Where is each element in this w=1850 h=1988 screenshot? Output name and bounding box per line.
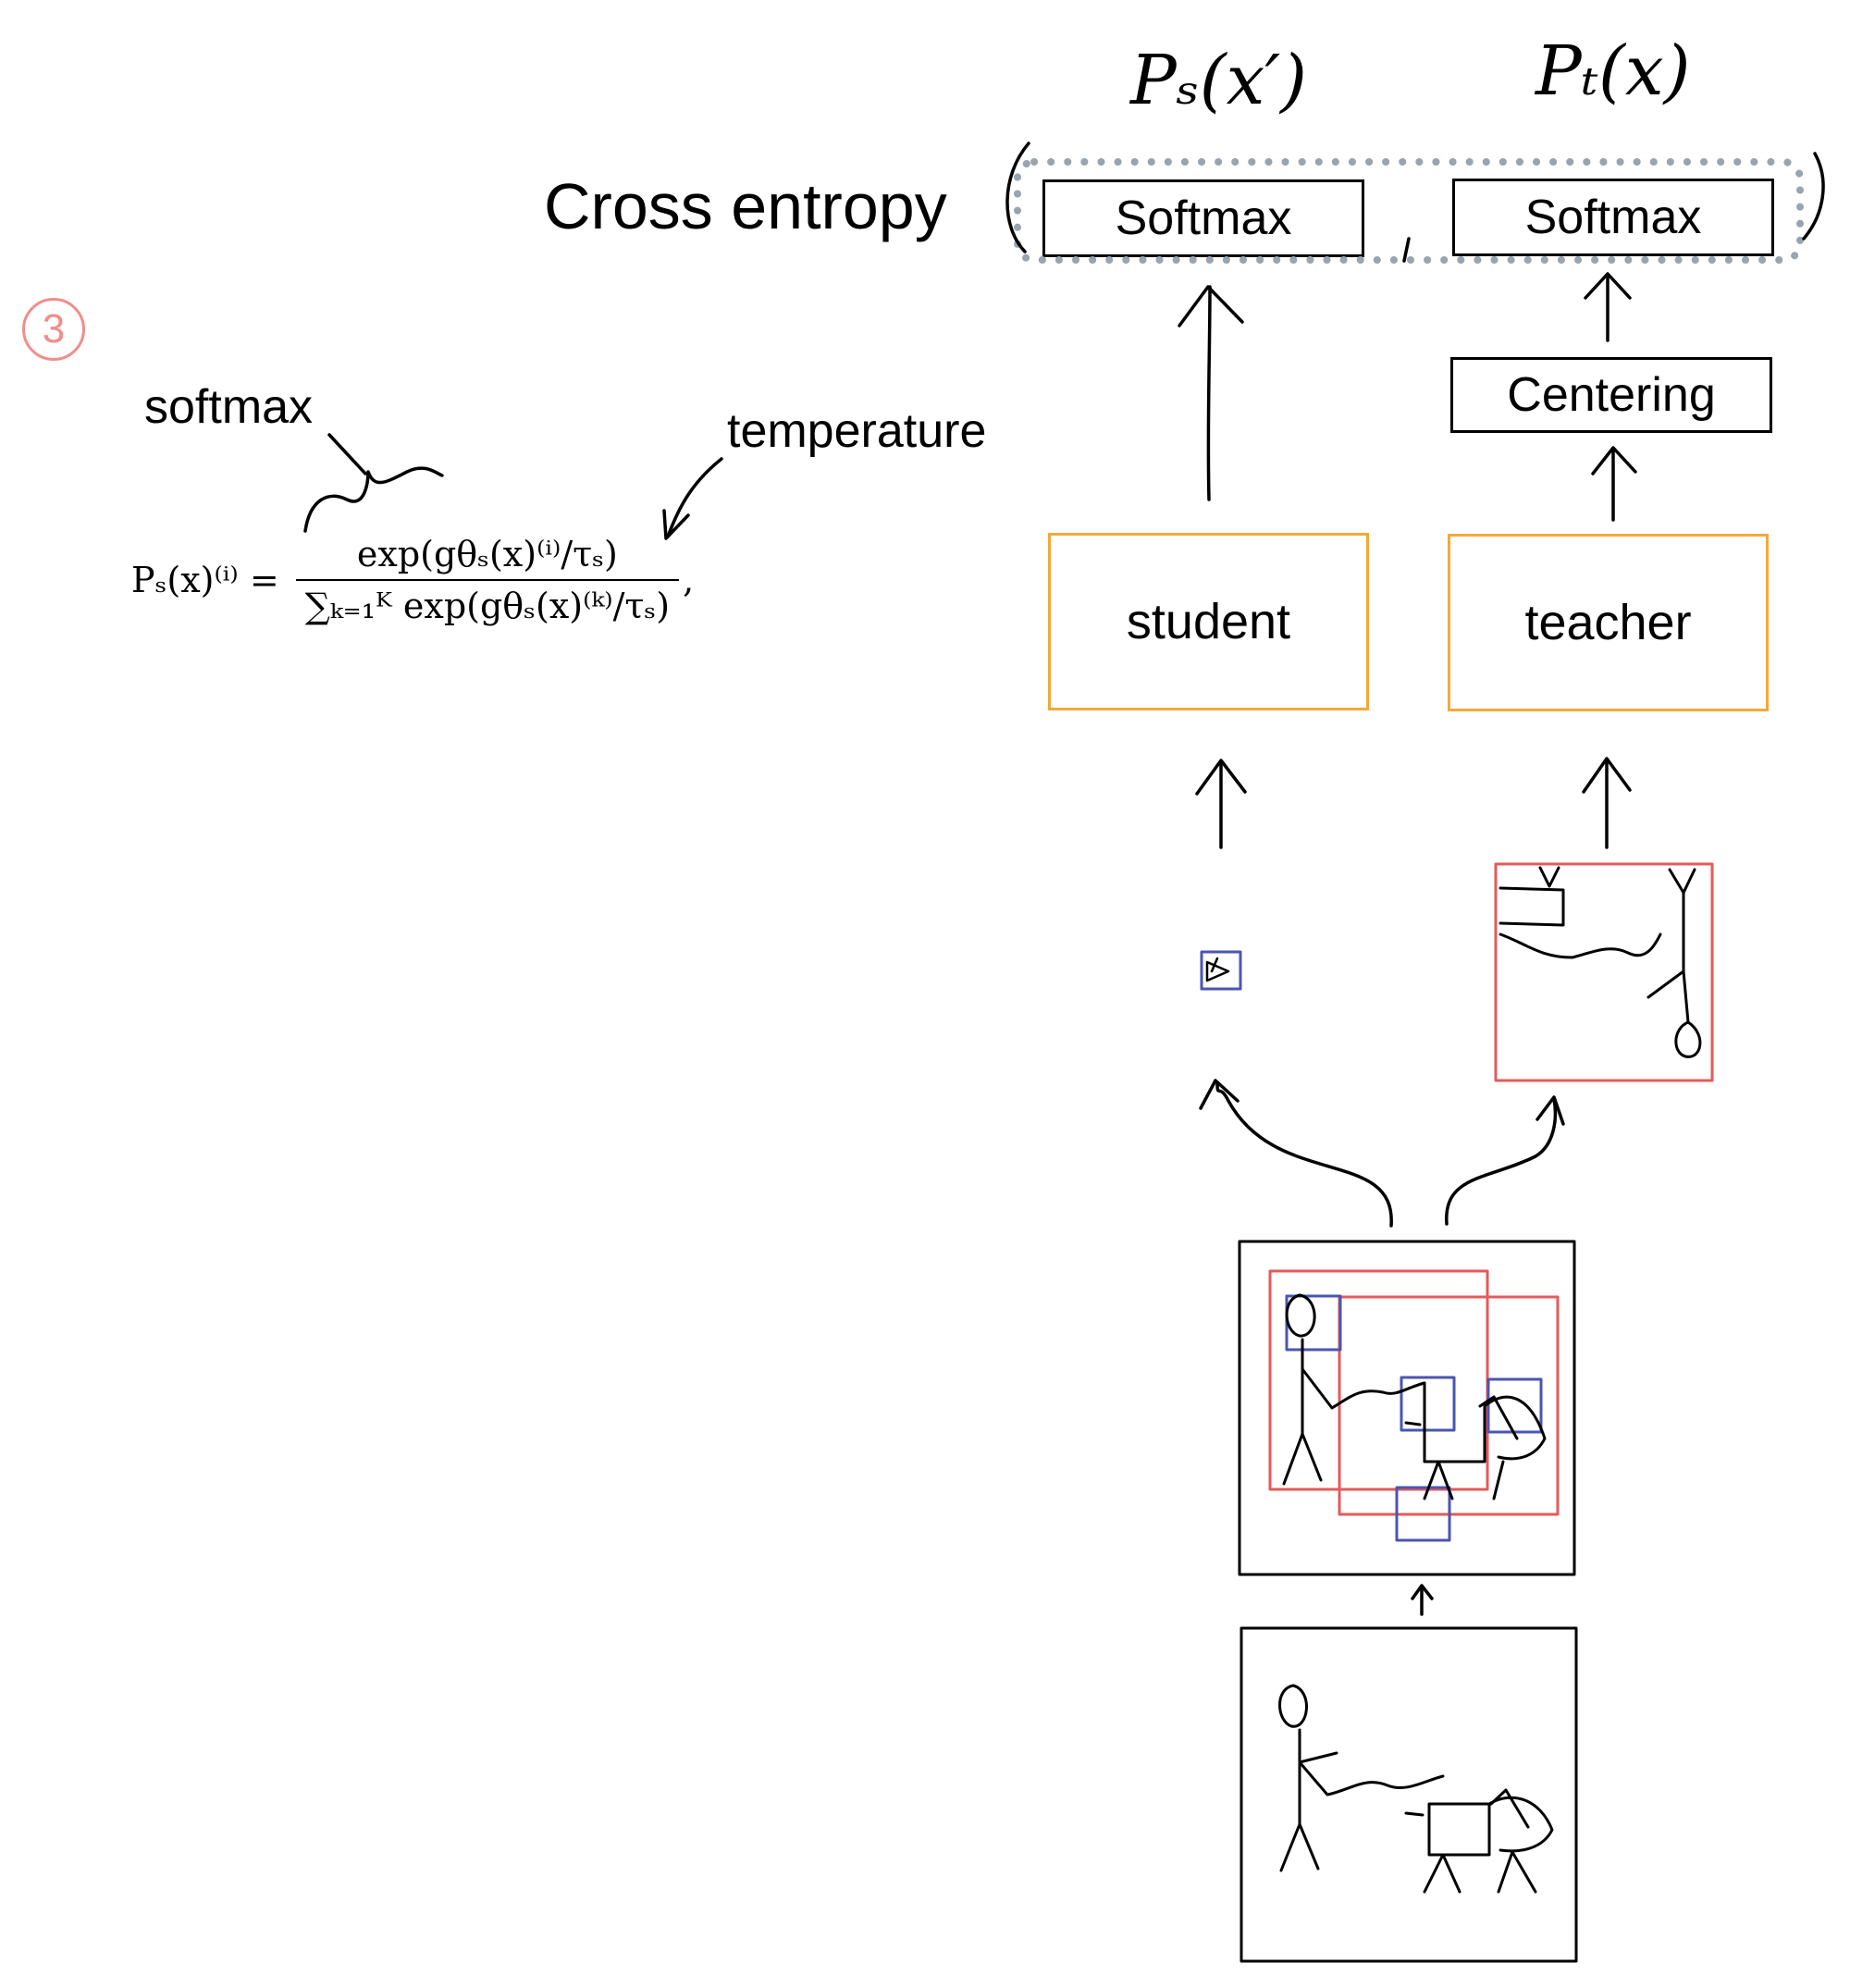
augmented-blue-crop-3 <box>1486 1377 1543 1434</box>
student-softmax-box: Softmax <box>1042 179 1364 257</box>
temperature-pointer <box>666 457 723 538</box>
formula-fraction-bar <box>295 579 680 581</box>
augmented-blue-crop-2 <box>1400 1376 1456 1432</box>
teacher-network-label: teacher <box>1524 595 1692 650</box>
formula-comma: , <box>683 560 695 600</box>
augmented-to-student-arrowhead <box>1199 1079 1240 1110</box>
centering-to-softmax-arrowhead <box>1584 272 1632 300</box>
teacher-prob-label: Pₜ(x) <box>1536 31 1691 111</box>
original-image-frame <box>1240 1626 1578 1963</box>
local-crop-box <box>1200 950 1242 991</box>
augmented-sketch-dog <box>1404 1381 1547 1500</box>
centering-box: Centering <box>1450 357 1772 433</box>
global-crop-sketch-person <box>1646 868 1702 1058</box>
centering-label: Centering <box>1507 368 1716 422</box>
teacher-network-box: teacher <box>1448 534 1769 711</box>
augmented-blue-crop-4 <box>1395 1486 1451 1542</box>
global-crop-box <box>1494 862 1714 1082</box>
softmax-pair-dotted-group <box>1014 158 1804 264</box>
temperature-annotation: temperature <box>727 404 987 458</box>
teacher-softmax-box: Softmax <box>1452 179 1774 256</box>
augmented-to-teacher-arrowhead <box>1536 1095 1565 1126</box>
student-to-softmax-arrowhead <box>1178 285 1244 327</box>
separator-comma <box>1402 237 1411 263</box>
right-parenthesis <box>1802 152 1825 241</box>
formula-denominator: ∑ₖ₌₁ᴷ exp(gθₛ(x)⁽ᵏ⁾/τₛ) <box>304 586 671 626</box>
student-network-label: student <box>1126 594 1291 649</box>
teacher-softmax-label: Softmax <box>1524 191 1702 244</box>
cross-entropy-title: Cross entropy <box>544 170 947 242</box>
original-to-augmented-arrowhead <box>1411 1584 1434 1600</box>
softmax-annotation: softmax <box>144 380 314 434</box>
softmax-formula: Pₛ(x)⁽ⁱ⁾ = exp(gθₛ(x)⁽ⁱ⁾/τₛ) ∑ₖ₌₁ᴷ exp(g… <box>131 537 694 624</box>
student-network-box: student <box>1048 533 1369 710</box>
global-crop-to-teacher-arrowhead <box>1582 757 1632 794</box>
local-crop-sketch <box>1205 957 1230 982</box>
global-crop-sketch-dog <box>1498 866 1662 959</box>
softmax-pointer <box>327 433 367 475</box>
augmented-sketch-person <box>1282 1293 1426 1486</box>
formula-lhs: Pₛ(x)⁽ⁱ⁾ = <box>131 560 279 600</box>
augmented-to-student-curve <box>1215 1080 1393 1228</box>
local-crop-to-student-arrowhead <box>1195 759 1247 796</box>
augmented-image-frame <box>1238 1240 1576 1576</box>
student-to-softmax-arrow <box>1206 285 1212 501</box>
step-number-badge: 3 <box>22 298 85 361</box>
student-softmax-label: Softmax <box>1115 191 1292 245</box>
softmax-squiggle <box>303 466 444 533</box>
left-parenthesis <box>1005 142 1030 253</box>
teacher-to-centering-arrowhead <box>1591 446 1637 475</box>
formula-fraction: exp(gθₛ(x)⁽ⁱ⁾/τₛ) ∑ₖ₌₁ᴷ exp(gθₛ(x)⁽ᵏ⁾/τₛ… <box>295 534 680 626</box>
original-sketch-dog <box>1404 1788 1554 1894</box>
step-number-text: 3 <box>42 306 66 352</box>
augmented-to-teacher-curve <box>1445 1097 1558 1226</box>
formula-numerator: exp(gθₛ(x)⁽ⁱ⁾/τₛ) <box>356 534 618 574</box>
original-sketch-person <box>1278 1684 1445 1872</box>
student-prob-label: Pₛ(x′) <box>1130 41 1307 120</box>
temperature-pointer-arrowhead <box>662 509 690 540</box>
